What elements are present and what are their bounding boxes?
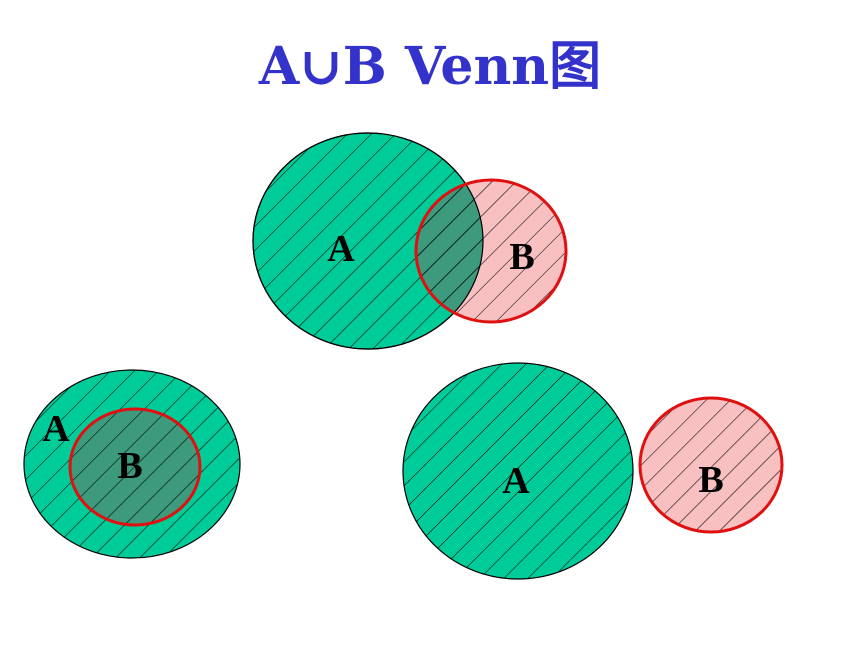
set-a-hatch [403,363,633,579]
set-b-hatch [416,180,566,322]
set-a-hatch [24,370,240,558]
set-a-outline [252,132,484,350]
set-b-outline [68,407,202,527]
set-a-outline [402,362,634,580]
set-a-label: A [42,408,70,450]
set-b-label: B [509,236,534,278]
venn-overlapping: A B [252,132,568,350]
page-title: A∪B Venn图 [258,36,602,97]
venn-disjoint: A B [402,362,784,580]
venn-subset: A B [23,369,241,559]
set-a-label: A [502,460,530,502]
set-a-label: A [327,228,355,270]
set-a-outline [23,369,241,559]
set-b-outline [638,396,784,534]
set-b-label: B [698,459,723,501]
set-a-hatch [253,133,483,349]
set-b-outline [414,178,568,324]
set-b-label: B [117,445,142,487]
set-b-hatch [640,398,782,532]
